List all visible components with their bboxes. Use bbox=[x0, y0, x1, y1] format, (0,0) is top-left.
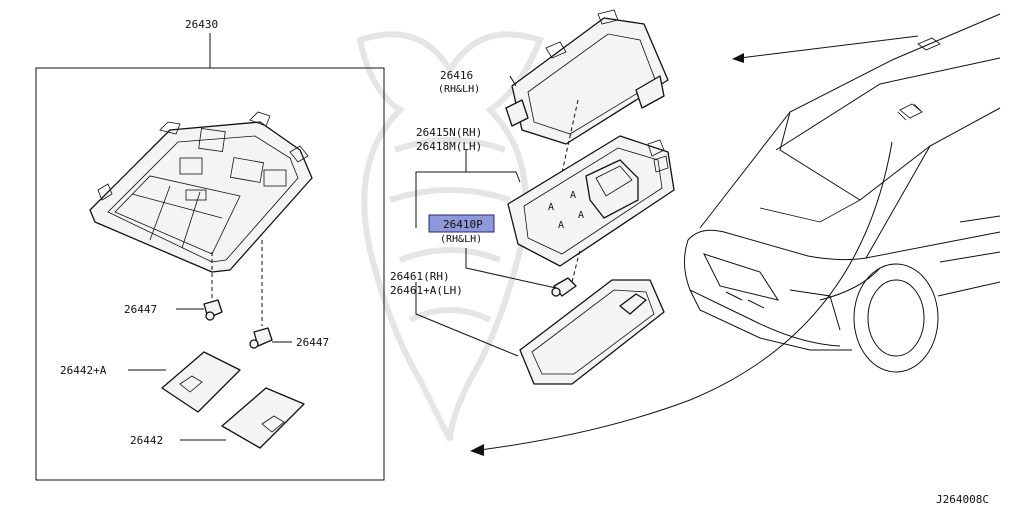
map-lamp-housing bbox=[89, 111, 313, 273]
svg-text:A: A bbox=[558, 220, 564, 231]
part-label-26415[interactable]: 26415N(RH) bbox=[416, 126, 482, 139]
pointer-arrow-top bbox=[732, 35, 919, 63]
bulb-26410p bbox=[551, 277, 577, 297]
part-label-26418[interactable]: 26418M(LH) bbox=[416, 140, 482, 153]
lens-26442 bbox=[221, 387, 305, 449]
svg-text:A: A bbox=[570, 190, 576, 201]
part-label-26461[interactable]: 26461(RH) bbox=[390, 270, 450, 283]
part-label-26442[interactable]: 26442 bbox=[130, 434, 163, 447]
bulb-guide-3 bbox=[571, 249, 581, 283]
part-label-26410p[interactable]: 26410P bbox=[443, 218, 483, 231]
part-label-26416[interactable]: 26416 bbox=[440, 69, 473, 82]
pointer-arrow-bottom bbox=[470, 141, 893, 456]
vehicle-illustration bbox=[684, 13, 1001, 373]
diagram-code: J264008C bbox=[936, 493, 989, 506]
svg-text:A: A bbox=[578, 210, 584, 221]
lamp-body-26415: A A A A bbox=[507, 135, 675, 267]
lens-26461 bbox=[519, 279, 665, 385]
svg-text:A: A bbox=[548, 202, 554, 213]
part-label-26461a[interactable]: 26461+A(LH) bbox=[390, 284, 463, 297]
part-label-26430[interactable]: 26430 bbox=[185, 18, 218, 31]
watermark-emblem bbox=[356, 31, 544, 442]
housing-26416 bbox=[505, 9, 669, 145]
bulb-26447-upper bbox=[203, 299, 223, 321]
part-label-26447-upper[interactable]: 26447 bbox=[124, 303, 157, 316]
highlight-26410p[interactable] bbox=[428, 214, 495, 233]
part-label-26447-lower[interactable]: 26447 bbox=[296, 336, 329, 349]
bulb-26447-lower bbox=[249, 327, 273, 349]
assembly-box bbox=[35, 33, 385, 481]
part-label-26442a[interactable]: 26442+A bbox=[60, 364, 107, 377]
lens-26442a bbox=[161, 351, 241, 413]
part-side-26416[interactable]: (RH&LH) bbox=[438, 84, 480, 95]
part-side-26410p[interactable]: (RH&LH) bbox=[440, 234, 482, 245]
